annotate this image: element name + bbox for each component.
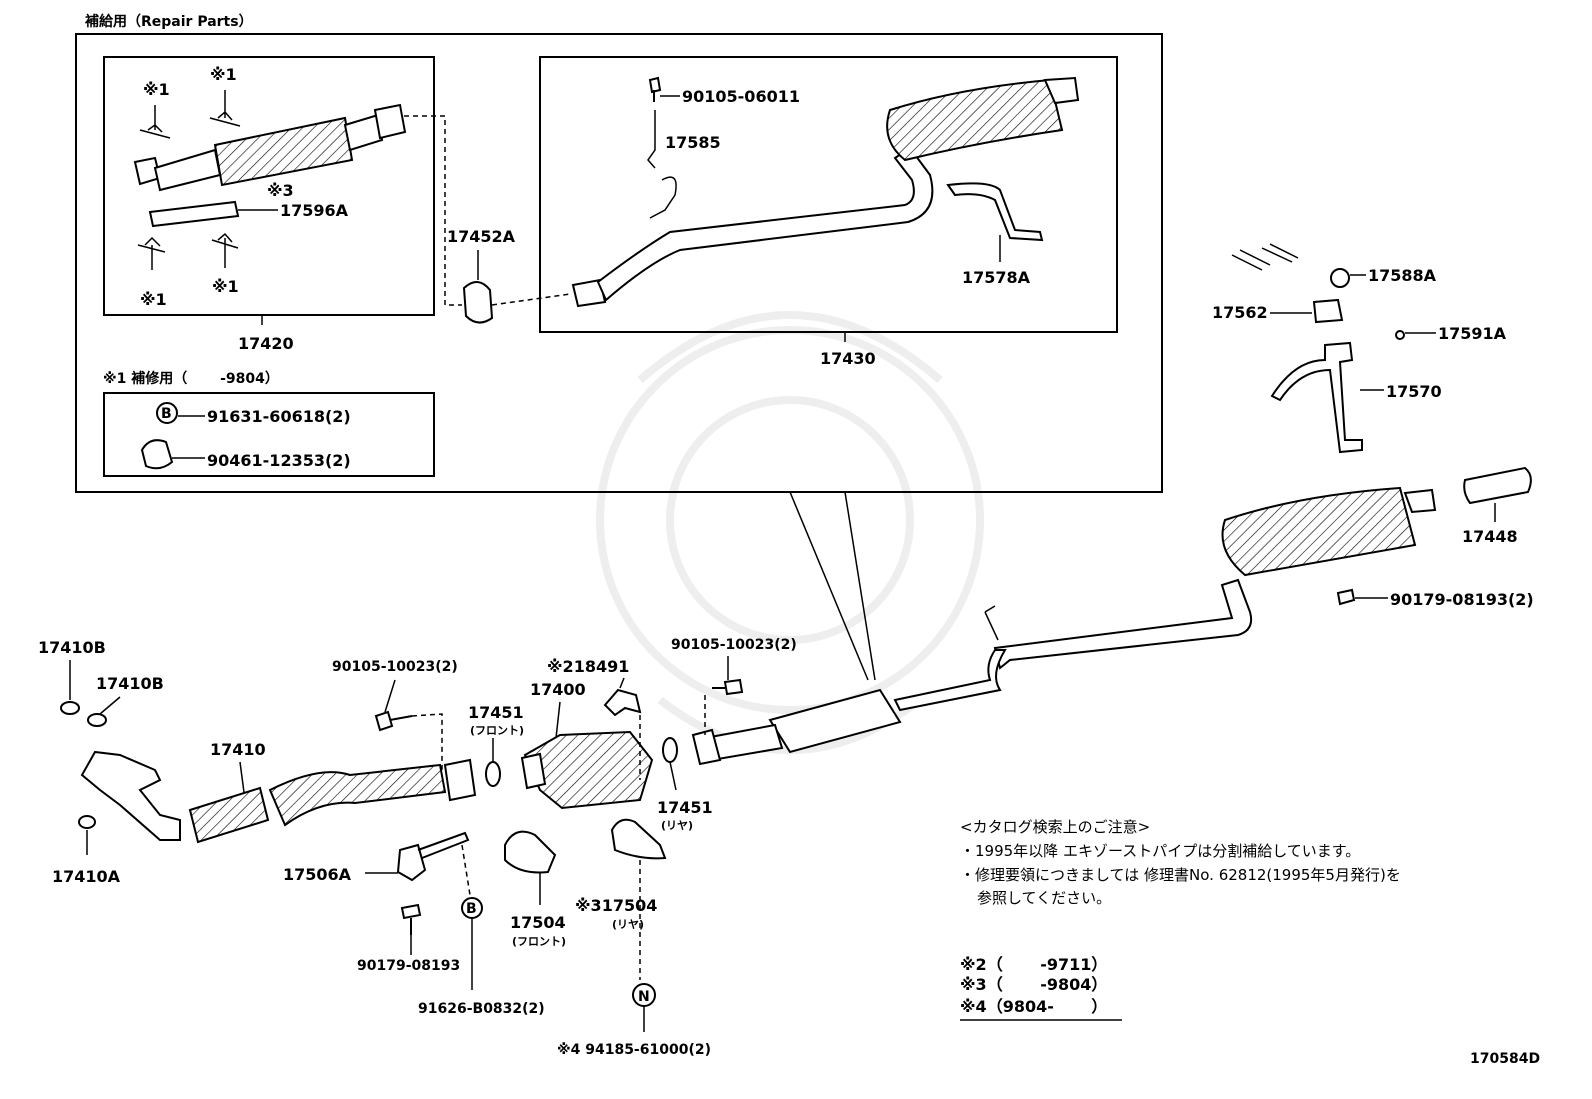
front-pipe-muffler-illustration bbox=[133, 103, 407, 228]
label-front-17504: (フロント) bbox=[512, 935, 566, 948]
part-91626-b0832: 91626-B0832(2) bbox=[418, 1001, 545, 1017]
repair-note-title: ※1 補修用（ -9804） bbox=[103, 370, 279, 387]
part-91631-60618: 91631-60618(2) bbox=[207, 407, 351, 426]
part-17451-front: 17451 bbox=[468, 703, 524, 722]
badge-n: N bbox=[638, 989, 650, 1005]
label-front-17451: (フロント) bbox=[470, 724, 524, 737]
part-17504-front: 17504 bbox=[510, 913, 566, 932]
assembled-rear-muffler bbox=[984, 486, 1437, 670]
part-90105-10023-left: 90105-10023(2) bbox=[332, 659, 458, 675]
part-17591a: 17591A bbox=[1438, 324, 1507, 343]
asterisk1-c: ※1 bbox=[140, 290, 167, 309]
watermark bbox=[596, 311, 984, 754]
part-17448: 17448 bbox=[1462, 527, 1518, 546]
grommet-17588a bbox=[1330, 268, 1350, 288]
part-90105-06011: 90105-06011 bbox=[682, 87, 800, 106]
gasket-17451-front bbox=[485, 761, 501, 787]
catalog-note-line3: 参照してください。 bbox=[977, 889, 1111, 907]
catalog-note-line1: ・1995年以降 エキゾーストパイプは分割補給しています。 bbox=[960, 842, 1360, 860]
footnote-3: ※3（ -9804） bbox=[960, 975, 1107, 994]
tail-tip-17448 bbox=[1463, 466, 1532, 505]
bracket-17570 bbox=[1270, 341, 1363, 454]
repair-parts-frame bbox=[75, 33, 1163, 493]
nut-17410a bbox=[78, 815, 96, 829]
bolt-90105-10023-right bbox=[712, 678, 744, 696]
part-17400: 17400 bbox=[530, 680, 586, 699]
clamp-icons bbox=[137, 90, 241, 270]
repair-note-box bbox=[103, 392, 435, 477]
nut-17591a bbox=[1395, 330, 1405, 340]
asterisk1-b: ※1 bbox=[210, 65, 237, 84]
kit-17420-box bbox=[103, 56, 435, 316]
label-rear-17504: (リヤ) bbox=[612, 918, 644, 931]
catalytic-converter-17400 bbox=[523, 730, 654, 810]
label-rear-17451: (リヤ) bbox=[661, 819, 693, 832]
nut-17410b-1 bbox=[60, 701, 80, 715]
catalog-note-line2: ・修理要領につきましては 修理書No. 62812(1995年5月発行)を bbox=[960, 866, 1401, 884]
part-17410b-2: 17410B bbox=[96, 674, 164, 693]
bracket-17506a bbox=[396, 831, 470, 882]
footnote-2: ※2（ -9711） bbox=[960, 955, 1107, 974]
asterisk1-a: ※1 bbox=[143, 80, 170, 99]
bolt-90179-08193-right bbox=[1336, 588, 1356, 606]
asterisk3-label: ※3 bbox=[267, 181, 294, 200]
tailpipe-muffler-illustration bbox=[571, 76, 1080, 308]
part-17562: 17562 bbox=[1212, 303, 1268, 322]
bolt-90105-10023-left bbox=[374, 710, 413, 732]
bolt-90105-06011 bbox=[648, 76, 662, 102]
asterisk1-d: ※1 bbox=[212, 277, 239, 296]
part-90179-08193: 90179-08193 bbox=[357, 958, 460, 974]
part-17585: 17585 bbox=[665, 133, 721, 152]
block-17562 bbox=[1312, 298, 1344, 324]
badge-b2: B bbox=[466, 901, 477, 917]
part-18491: ※218491 bbox=[547, 657, 629, 676]
part-17410a: 17410A bbox=[52, 867, 121, 886]
bolt-90179-08193-left bbox=[400, 903, 422, 935]
part-17451-rear: 17451 bbox=[657, 798, 713, 817]
part-17588a: 17588A bbox=[1368, 266, 1437, 285]
gasket-17451-rear bbox=[662, 737, 678, 763]
repair-parts-title: 補給用（Repair Parts） bbox=[84, 13, 253, 30]
part-90179-08193-2: 90179-08193(2) bbox=[1390, 590, 1534, 609]
heat-shield-18491 bbox=[603, 688, 642, 717]
part-17506a: 17506A bbox=[283, 865, 352, 884]
part-90105-10023-right: 90105-10023(2) bbox=[671, 637, 797, 653]
exhaust-front-pipe-17410 bbox=[80, 750, 477, 844]
badge-b-circle bbox=[156, 402, 178, 424]
diagram-id: 170584D bbox=[1470, 1051, 1540, 1067]
part-17578a: 17578A bbox=[962, 268, 1031, 287]
part-17570: 17570 bbox=[1386, 382, 1442, 401]
part-94185-61000: ※4 94185-61000(2) bbox=[557, 1042, 711, 1058]
kit-17420-number: 17420 bbox=[238, 334, 294, 353]
part-17504-rear: ※317504 bbox=[575, 896, 657, 915]
kit-17430-box bbox=[539, 56, 1118, 333]
badge-b: B bbox=[161, 406, 172, 422]
part-90461-12353: 90461-12353(2) bbox=[207, 451, 351, 470]
part-17410b-1: 17410B bbox=[38, 638, 106, 657]
gasket-17452a bbox=[462, 281, 494, 324]
kit-17430-number: 17430 bbox=[820, 349, 876, 368]
clip-90461 bbox=[140, 439, 174, 470]
part-17596a: 17596A bbox=[280, 201, 349, 220]
footnote-4: ※4（9804- ） bbox=[960, 997, 1107, 1016]
heat-shield-17504-rear bbox=[610, 818, 667, 860]
heat-shield-17504-front bbox=[504, 830, 557, 874]
part-17410: 17410 bbox=[210, 740, 266, 759]
nut-17410b-2 bbox=[87, 713, 107, 727]
catalog-note-heading: <カタログ検索上のご注意> bbox=[960, 818, 1150, 836]
part-17452a: 17452A bbox=[447, 227, 516, 246]
